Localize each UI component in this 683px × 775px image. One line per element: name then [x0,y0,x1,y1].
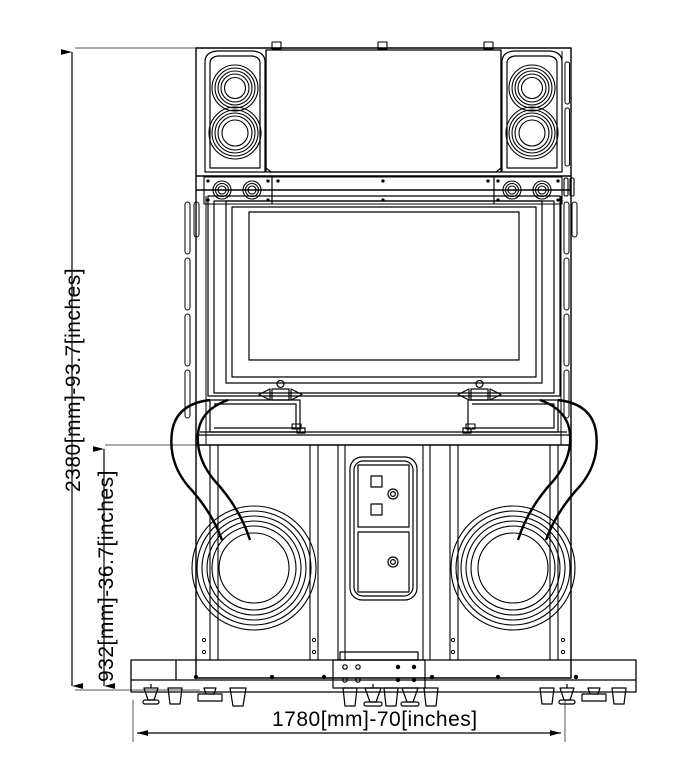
dimension-lines [75,47,566,742]
speaker-upper-right [508,64,556,112]
caster [229,687,247,707]
lower-cabinet-panels [196,445,571,661]
monitor-screen [207,195,561,397]
bracket-foot [581,687,607,702]
subwoofer-left [191,505,317,631]
dimension-arrows [61,49,561,736]
control-panel-shelf [195,431,572,445]
speaker-cabinet-left [204,50,266,173]
control-panel-right [462,399,559,434]
dimension-label-overall-height: 2380[mm]-93.7[inches] [62,267,85,492]
led-strip-upper-right [561,51,570,172]
base-center-bracket [332,651,426,689]
leveler-foot [363,684,383,707]
tweeter-pair-left [206,179,270,202]
caster [342,687,358,707]
base-platform [130,659,637,693]
shelf-tab-right [465,423,476,430]
coin-door-lock-upper [387,488,399,500]
speaker-lower-right [505,106,559,160]
dimension-label-control-panel-height: 932[mm]-36.7[inches] [95,470,118,682]
coin-door-lock-lower [387,556,399,568]
leveler-foot [558,684,576,705]
steering-indicator-right [457,379,502,401]
caster [167,687,183,705]
speaker-lower-left [208,106,262,160]
coin-slot-upper [370,475,383,488]
led-strip-right [560,196,578,445]
subwoofer-right [450,505,576,631]
leveler-foot [400,687,420,707]
panel-screws [201,637,566,655]
control-panel-left [209,399,306,434]
caster [423,687,439,707]
dimension-label-overall-width: 1780[mm]-70[inches] [272,708,478,731]
coin-door [349,456,418,601]
marquee-header-panel [265,49,502,173]
led-strip-left [184,196,207,445]
coin-slot-lower [370,503,383,516]
caster [383,687,399,707]
top-mounting-tabs [271,41,494,50]
speaker-upper-left [211,64,259,112]
steering-indicator-left [258,379,303,401]
bracket-foot [197,687,223,702]
caster [611,687,627,705]
tweeter-strip-row [203,176,575,205]
shelf-tab-left [291,423,302,430]
leveler-foot [142,684,160,705]
caster [539,687,555,705]
leveling-feet [142,684,627,707]
